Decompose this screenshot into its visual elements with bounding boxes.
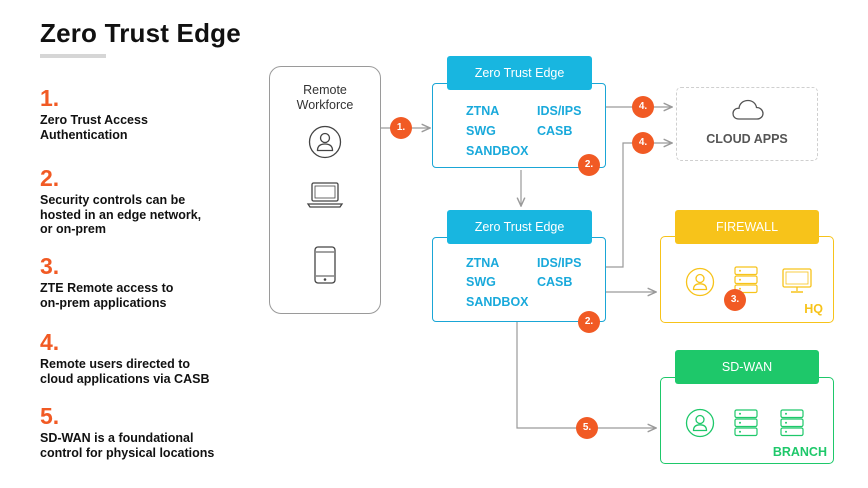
control-sandbox: SANDBOX [466, 144, 529, 158]
hq-label: HQ [804, 302, 823, 316]
hq-box: HQ [660, 236, 834, 323]
flow-badge-1: 1. [390, 117, 412, 139]
hq-badge: 3. [724, 289, 746, 311]
smartphone-icon [314, 246, 336, 284]
branch-box: BRANCH [660, 377, 834, 464]
legend-step-text: Security controls can be hosted in an ed… [40, 193, 202, 236]
branch-label: BRANCH [772, 445, 827, 459]
legend-step-number: 1. [40, 85, 60, 111]
page-title: Zero Trust Edge [40, 18, 241, 48]
firewall-header: FIREWALL [675, 210, 819, 244]
user-icon [308, 125, 342, 159]
user-icon [685, 408, 715, 438]
legend-step-number: 3. [40, 253, 60, 279]
legend-step-text: Remote users directed to cloud applicati… [40, 357, 210, 386]
user-icon [685, 267, 715, 297]
legend-step-4: 4. Remote users directed to cloud applic… [40, 330, 250, 386]
laptop-icon [306, 182, 344, 208]
control-ztna: ZTNA [466, 256, 500, 270]
control-casb: CASB [537, 124, 573, 138]
sdwan-header: SD-WAN [675, 350, 819, 384]
server-icon [780, 409, 804, 437]
legend-step-2: 2. Security controls can be hosted in an… [40, 166, 250, 237]
control-swg: SWG [466, 124, 496, 138]
legend-step-1: 1. Zero Trust Access Authentication [40, 86, 250, 142]
legend-step-number: 2. [40, 165, 60, 191]
control-sandbox: SANDBOX [466, 295, 529, 309]
legend-step-number: 4. [40, 329, 60, 355]
zte-bottom-box: ZTNA IDS/IPS SWG CASB SANDBOX [432, 237, 606, 322]
cloud-icon [732, 99, 764, 120]
control-ids-ips: IDS/IPS [537, 104, 582, 118]
flow-badge-4-top: 4. [632, 96, 654, 118]
monitor-icon [782, 268, 812, 293]
legend-step-text: Zero Trust Access Authentication [40, 113, 148, 142]
cloud-apps-label: CLOUD APPS [706, 132, 788, 146]
legend-step-number: 5. [40, 403, 60, 429]
zte-top-header: Zero Trust Edge [447, 56, 592, 90]
line-zte2-to-branch [516, 322, 656, 428]
control-casb: CASB [537, 275, 573, 289]
zte-bottom-badge: 2. [578, 311, 600, 333]
flow-badge-4-bottom: 4. [632, 132, 654, 154]
zte-bottom-header: Zero Trust Edge [447, 210, 592, 244]
flow-badge-5: 5. [576, 417, 598, 439]
legend-step-5: 5. SD-WAN is a foundational control for … [40, 404, 250, 460]
control-swg: SWG [466, 275, 496, 289]
legend-step-text: SD-WAN is a foundational control for phy… [40, 431, 215, 460]
title-underline [40, 54, 106, 58]
cloud-apps-box: CLOUD APPS [676, 87, 818, 161]
zte-top-badge: 2. [578, 154, 600, 176]
remote-workforce-box: Remote Workforce [269, 66, 381, 314]
legend-step-3: 3. ZTE Remote access to on-prem applicat… [40, 254, 250, 310]
legend-step-text: ZTE Remote access to on-prem application… [40, 281, 174, 310]
zte-top-box: ZTNA IDS/IPS SWG CASB SANDBOX [432, 83, 606, 168]
server-icon [734, 409, 758, 437]
control-ids-ips: IDS/IPS [537, 256, 582, 270]
control-ztna: ZTNA [466, 104, 500, 118]
remote-workforce-title: Remote Workforce [296, 83, 354, 112]
